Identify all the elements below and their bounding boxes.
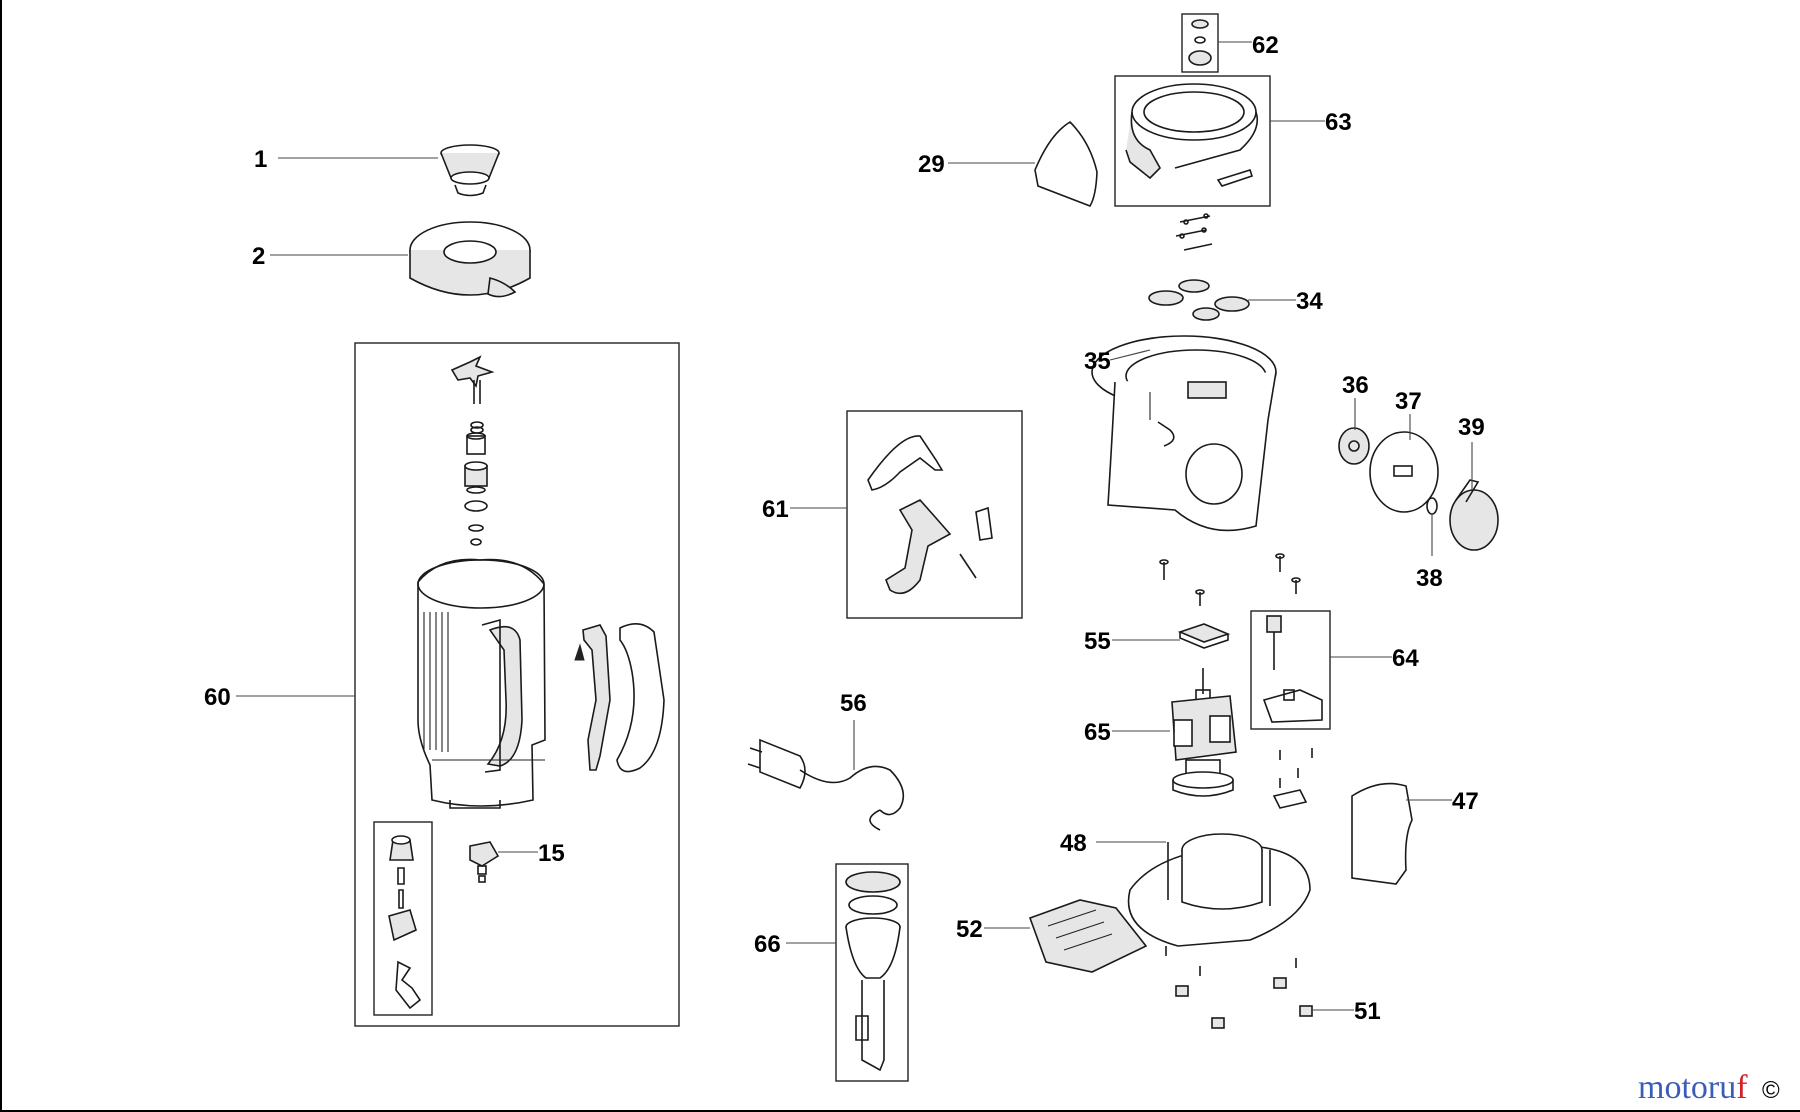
seal-stack[interactable]: [464, 421, 488, 546]
label-48: 48: [1060, 830, 1087, 857]
part-51-base-feet[interactable]: [1165, 946, 1313, 1029]
label-1: 1: [254, 146, 267, 173]
part-56-power-cord[interactable]: [747, 738, 905, 831]
coupling-parts[interactable]: [388, 835, 422, 1010]
part-38-washer[interactable]: [1426, 497, 1438, 515]
label-62: 62: [1252, 32, 1279, 59]
part-60-group-box: [354, 342, 680, 1027]
label-35: 35: [1084, 348, 1111, 375]
part-15-drive-coupling[interactable]: [469, 841, 500, 883]
label-56: 56: [840, 690, 867, 717]
label-37: 37: [1395, 388, 1422, 415]
part-65-motor[interactable]: [1171, 668, 1237, 797]
housing-screws[interactable]: [1159, 553, 1301, 606]
part-63-group-box: [1114, 75, 1271, 207]
label-65: 65: [1084, 719, 1111, 746]
spatula-tool[interactable]: [845, 871, 901, 1072]
part-48-motor-base[interactable]: [1127, 833, 1311, 947]
switch-lever-parts[interactable]: [867, 435, 993, 595]
label-39: 39: [1458, 414, 1485, 441]
label-15: 15: [538, 840, 565, 867]
label-60: 60: [204, 684, 231, 711]
part-52-cord-tray[interactable]: [1028, 899, 1148, 973]
label-64: 64: [1392, 645, 1419, 672]
jug-handle-cover[interactable]: [616, 623, 665, 773]
fixing-clips[interactable]: [1175, 213, 1213, 251]
part-66-group-box: [835, 863, 909, 1082]
watermark-logo: motoruf: [1638, 1069, 1748, 1106]
label-34: 34: [1296, 288, 1323, 315]
label-55: 55: [1084, 628, 1111, 655]
part-47-rear-cover[interactable]: [1351, 782, 1413, 885]
part-63-top-housing[interactable]: [1125, 83, 1259, 187]
part-35-main-housing[interactable]: [1091, 335, 1277, 532]
part-1-measuring-cap[interactable]: [440, 144, 500, 197]
sub-parts-box: [373, 821, 433, 1016]
label-36: 36: [1342, 372, 1369, 399]
part-29-side-cover[interactable]: [1034, 120, 1098, 207]
part-64-group-box: [1250, 610, 1331, 730]
label-63: 63: [1325, 109, 1352, 136]
label-51: 51: [1354, 998, 1381, 1025]
label-52: 52: [956, 916, 983, 943]
label-38: 38: [1416, 565, 1443, 592]
part-55-motor-bracket[interactable]: [1177, 623, 1231, 649]
label-47: 47: [1452, 788, 1479, 815]
label-29: 29: [918, 151, 945, 178]
copyright-symbol: ©: [1762, 1077, 1780, 1104]
part-39-control-knob[interactable]: [1449, 479, 1499, 551]
part-61-group-box: [846, 410, 1023, 619]
motor-fasteners[interactable]: [1272, 748, 1313, 809]
part-37-control-plate[interactable]: [1369, 431, 1439, 513]
blade-assembly[interactable]: [450, 355, 495, 404]
watermark-main: motoru: [1638, 1069, 1736, 1106]
part-36-switch-rotor[interactable]: [1338, 427, 1370, 465]
part-64-switch-assembly[interactable]: [1262, 615, 1323, 723]
jug-handle-insert[interactable]: [574, 624, 611, 771]
part-2-jug-lid[interactable]: [409, 221, 531, 298]
label-66: 66: [754, 931, 781, 958]
part-62-knob-parts[interactable]: [1188, 19, 1212, 66]
part-34-rubber-feet[interactable]: [1148, 279, 1250, 321]
label-61: 61: [762, 496, 789, 523]
blender-jug[interactable]: [417, 558, 546, 809]
watermark-tail: f: [1736, 1069, 1748, 1106]
leader-35: [1109, 349, 1151, 361]
part-62-group-box: [1181, 13, 1219, 73]
label-2: 2: [252, 243, 265, 270]
